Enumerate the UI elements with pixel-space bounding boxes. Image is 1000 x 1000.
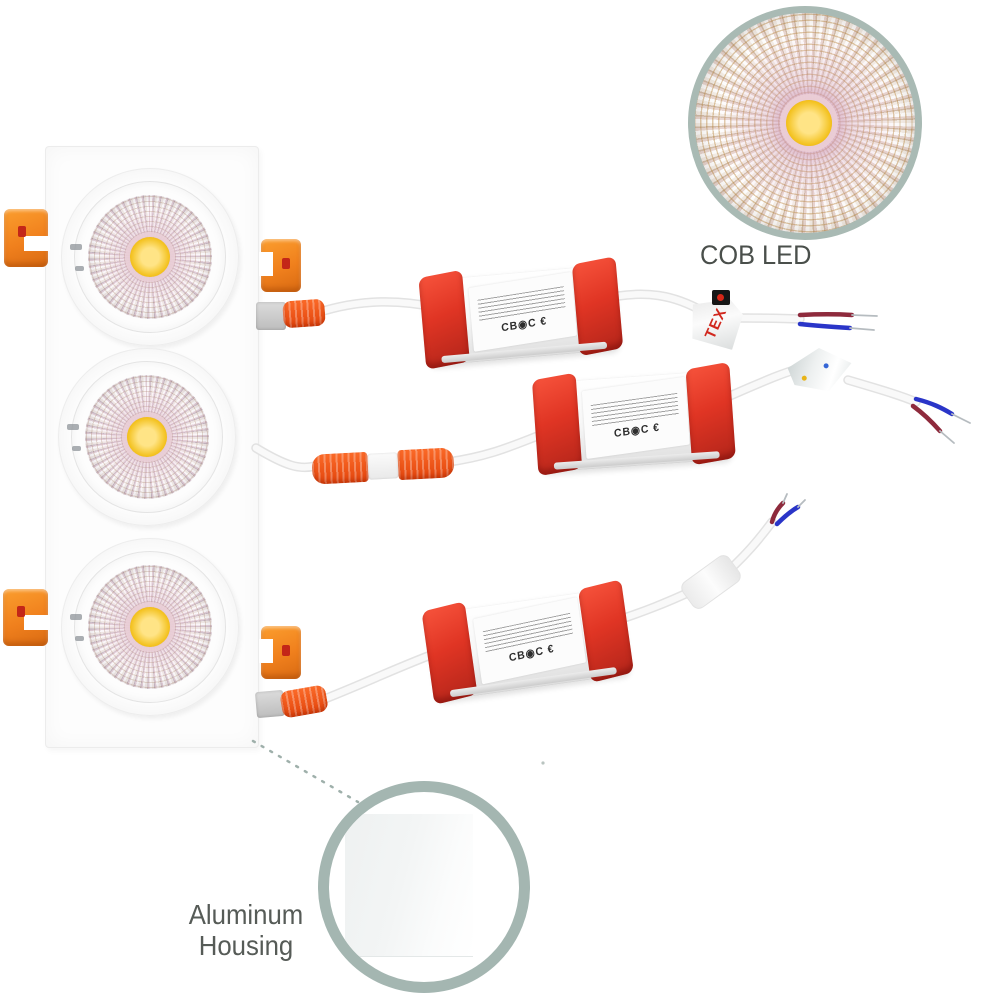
connector-joint: [366, 452, 400, 480]
ring-mark: [70, 614, 82, 620]
folded-foil-tag: [786, 345, 854, 395]
driver-spec-label: CB◉C €: [581, 376, 690, 460]
chip-dot: [717, 294, 724, 301]
cable-chip: [712, 290, 730, 305]
cob-led-label: COB LED: [700, 240, 812, 270]
stripped-wire-ends: [769, 312, 971, 527]
aluminum-housing-label: Aluminum Housing: [172, 899, 319, 961]
cable-sleeve: [678, 552, 744, 612]
led-driver-2: CB◉C €: [531, 361, 736, 477]
led-driver-3: CB◉C €: [421, 579, 634, 705]
microtext-lines: [477, 286, 567, 322]
led-module-1: [61, 168, 239, 346]
led-module-2: [58, 348, 236, 526]
clip-notch: [259, 252, 273, 276]
ring-mark: [67, 424, 79, 430]
driver-spec-label: CB◉C €: [468, 271, 577, 352]
cable-gland-top: [256, 302, 286, 330]
aluminum-label-line2: Housing: [198, 930, 294, 961]
led-module-3: [61, 538, 239, 716]
tag-dot-yellow: [801, 376, 806, 381]
cob-led-closeup: [688, 6, 922, 240]
driver-end-cap: [571, 256, 624, 357]
aluminum-label-line1: Aluminum: [188, 899, 304, 930]
aluminum-housing-callout: [318, 781, 530, 993]
clip-notch: [24, 236, 50, 251]
clip-notch: [259, 639, 273, 663]
cob-chip: [130, 237, 170, 277]
cob-chip-closeup: [786, 100, 833, 146]
clip-pin: [282, 645, 290, 656]
mounting-clip-left-bottom: [3, 589, 50, 646]
cob-chip: [130, 607, 170, 647]
clip-pin: [282, 258, 290, 269]
clip-pin: [17, 606, 25, 617]
mounting-clip-right-top: [259, 239, 301, 292]
inline-connector-pair: [311, 442, 455, 489]
driver-end-cap: [685, 361, 736, 466]
mounting-clip-right-bottom: [259, 626, 301, 679]
aluminum-housing-surface: [345, 814, 473, 957]
microtext-lines: [591, 392, 680, 427]
clip-notch: [24, 615, 50, 630]
driver-spec-label: CB◉C €: [473, 597, 587, 685]
led-driver-1: CB◉C €: [418, 256, 624, 370]
ring-mark: [75, 266, 84, 271]
clip-pin: [18, 226, 26, 237]
ring-mark: [75, 636, 84, 641]
certification-marks: CB◉C €: [613, 421, 660, 441]
orange-plug-bottom: [279, 684, 329, 719]
tag-dot-blue: [823, 363, 828, 368]
ring-mark: [72, 446, 81, 451]
mounting-clip-left-top: [4, 209, 50, 267]
connector-male: [311, 451, 369, 485]
connector-female: [397, 447, 455, 481]
tag-text: TEX: [701, 304, 731, 342]
ring-mark: [70, 244, 82, 250]
cob-chip: [127, 417, 167, 457]
orange-plug-top: [282, 298, 326, 329]
